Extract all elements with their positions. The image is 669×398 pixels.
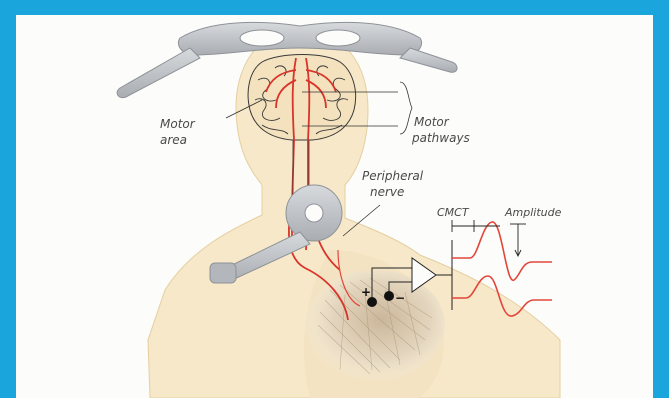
label-amplitude: Amplitude <box>504 206 562 219</box>
electrode-reference <box>384 291 394 301</box>
label-minus: − <box>395 291 405 305</box>
label-motor-area-1: Motor <box>160 117 196 131</box>
label-motor-pathways-2: pathways <box>411 131 470 145</box>
label-cmct: CMCT <box>437 206 470 219</box>
label-motor-pathways-1: Motor <box>414 115 450 129</box>
label-peripheral-nerve-2: nerve <box>370 185 404 199</box>
hand-muscle <box>305 270 445 380</box>
label-motor-area-2: area <box>160 133 187 147</box>
brain <box>248 55 356 141</box>
mep-trace-upper <box>452 222 552 280</box>
label-plus: + <box>361 285 371 299</box>
measurements <box>452 220 526 256</box>
label-peripheral-nerve-1: Peripheral <box>362 169 424 183</box>
